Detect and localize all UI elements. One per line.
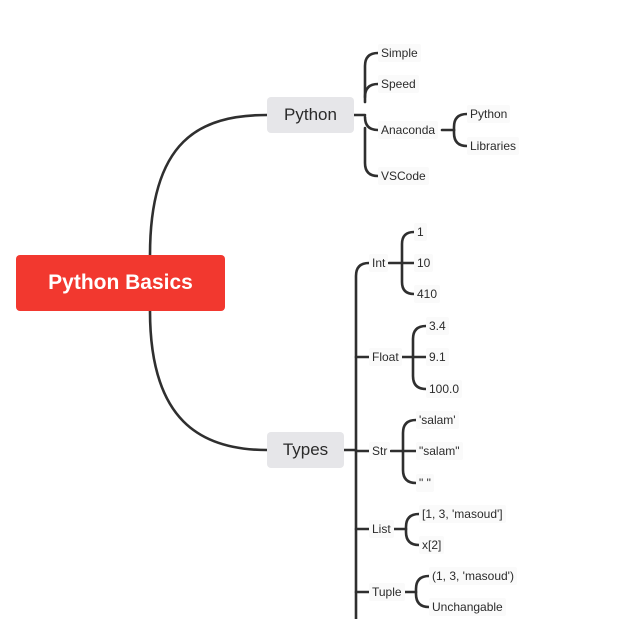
list-value-index[interactable]: x[2]: [419, 536, 445, 554]
type-tuple[interactable]: Tuple: [369, 583, 405, 601]
root-node[interactable]: Python Basics: [16, 255, 225, 311]
type-int[interactable]: Int: [369, 254, 389, 272]
connector-python-vscode: [363, 126, 380, 178]
branch-python[interactable]: Python: [267, 97, 354, 133]
leaf-simple[interactable]: Simple: [378, 44, 421, 62]
int-value-1[interactable]: 1: [414, 223, 427, 241]
type-float[interactable]: Float: [369, 348, 402, 366]
type-str[interactable]: Str: [369, 442, 391, 460]
int-value-10[interactable]: 10: [414, 254, 434, 272]
connector-tuple-kids: [414, 574, 431, 609]
leaf-anaconda-python[interactable]: Python: [467, 105, 511, 123]
connector-types-trunk: [354, 261, 371, 619]
connector-root-python: [148, 113, 269, 257]
leaf-anaconda[interactable]: Anaconda: [378, 121, 439, 139]
float-value-9-1[interactable]: 9.1: [426, 348, 449, 366]
connector-root-types: [148, 309, 269, 452]
connector-anaconda-python: [452, 112, 469, 132]
str-value-space[interactable]: " ": [416, 474, 434, 492]
leaf-vscode[interactable]: VSCode: [378, 167, 429, 185]
tuple-value-literal[interactable]: (1, 3, 'masoud'): [429, 567, 517, 585]
str-value-double-quote[interactable]: "salam": [416, 442, 463, 460]
float-value-3-4[interactable]: 3.4: [426, 317, 449, 335]
type-list[interactable]: List: [369, 520, 394, 538]
str-value-single-quote[interactable]: 'salam': [416, 411, 459, 429]
connector-python-simple: [363, 51, 380, 104]
list-value-literal[interactable]: [1, 3, 'masoud']: [419, 505, 506, 523]
connector-anaconda-libraries: [452, 128, 469, 148]
leaf-anaconda-libraries[interactable]: Libraries: [467, 137, 520, 155]
connector-python-anaconda: [363, 115, 380, 132]
connector-python-speed: [363, 82, 380, 99]
connector-list-kids: [404, 512, 421, 547]
tuple-value-unchangable[interactable]: Unchangable: [429, 598, 506, 616]
branch-types[interactable]: Types: [267, 432, 344, 468]
leaf-speed[interactable]: Speed: [378, 75, 419, 93]
int-value-410[interactable]: 410: [414, 285, 441, 303]
float-value-100-0[interactable]: 100.0: [426, 380, 463, 398]
